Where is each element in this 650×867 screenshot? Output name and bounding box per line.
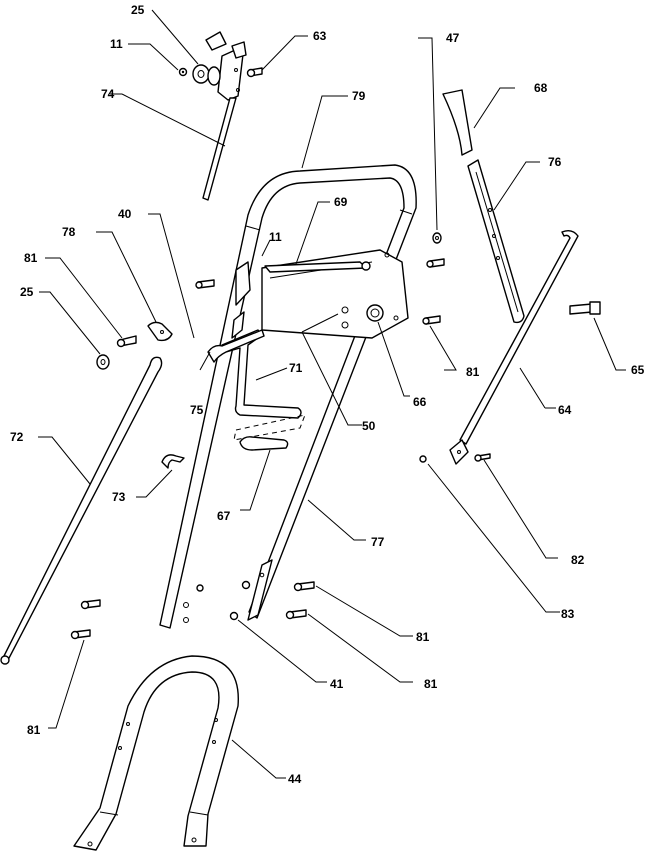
callout-11-mid: 11: [269, 230, 282, 244]
bail-wire-71: [221, 329, 302, 419]
bolt-small-right: [426, 258, 445, 268]
cable-rod-69: [264, 261, 371, 273]
upper-handle-79: [159, 164, 417, 629]
nut-11-top: [178, 67, 188, 77]
washer-25-top: [192, 64, 221, 86]
callout-79: 79: [352, 89, 366, 103]
callout-65: 65: [631, 363, 645, 377]
callout-50: 50: [362, 419, 376, 433]
bolt-65: [569, 301, 601, 315]
callout-63: 63: [313, 29, 327, 43]
nut-83: [419, 455, 427, 463]
bolt-81-lower-a: [293, 581, 315, 592]
callout-76: 76: [548, 155, 562, 169]
callout-81-left: 81: [24, 251, 38, 265]
control-lever-75: [207, 329, 265, 363]
washer-25-left: [96, 354, 110, 370]
nut-47: [432, 232, 442, 244]
bolt-81-lower-left: [70, 599, 101, 640]
bolt-81-left: [116, 335, 137, 348]
callout-74: 74: [101, 87, 115, 101]
callout-40: 40: [118, 207, 132, 221]
callout-11-top: 11: [110, 37, 123, 51]
lever-assembly-74: [202, 31, 247, 201]
callout-25-left: 25: [20, 285, 34, 299]
knob-66: [366, 304, 384, 322]
callout-83: 83: [561, 607, 575, 621]
spring-clip-67: [233, 414, 306, 451]
callout-labels: 25 11 63 47 74 79 68 76 40 69 11 78 81 2…: [10, 3, 645, 786]
latch-78: [147, 321, 173, 342]
callout-78: 78: [62, 225, 76, 239]
clip-73: [161, 454, 185, 469]
leader-lines: [38, 9, 626, 779]
callout-66: 66: [413, 395, 427, 409]
callout-47: 47: [446, 31, 460, 45]
callout-41: 41: [330, 677, 344, 691]
callout-64: 64: [558, 403, 572, 417]
callout-67: 67: [217, 509, 231, 523]
callout-81-right: 81: [466, 365, 480, 379]
control-bar-76: [467, 159, 525, 324]
bolt-63: [246, 67, 263, 78]
callout-81-lower-b: 81: [424, 677, 438, 691]
callout-77: 77: [371, 535, 385, 549]
callout-72: 72: [10, 430, 24, 444]
callout-68: 68: [534, 81, 548, 95]
cable-72: [0, 356, 163, 665]
nut-41: [196, 580, 251, 621]
grip-cover-68: [442, 89, 473, 156]
bolt-small-left: [195, 279, 215, 289]
callout-81-lower-left: 81: [27, 723, 41, 737]
callout-71: 71: [289, 361, 303, 375]
bolt-81-right: [422, 315, 441, 325]
callout-73: 73: [112, 490, 126, 504]
lower-handle-44: [73, 655, 239, 851]
bracket-40: [231, 261, 251, 339]
cable-rod-64: [449, 229, 579, 465]
callout-75: 75: [190, 403, 204, 417]
callout-69: 69: [334, 195, 348, 209]
lower-tube-77: [247, 559, 273, 621]
callout-81-lower-a: 81: [416, 630, 430, 644]
callout-25-top: 25: [131, 3, 145, 17]
callout-44: 44: [288, 772, 302, 786]
screw-82: [474, 453, 491, 462]
bolt-81-lower-b: [285, 609, 307, 620]
callout-82: 82: [571, 553, 585, 567]
